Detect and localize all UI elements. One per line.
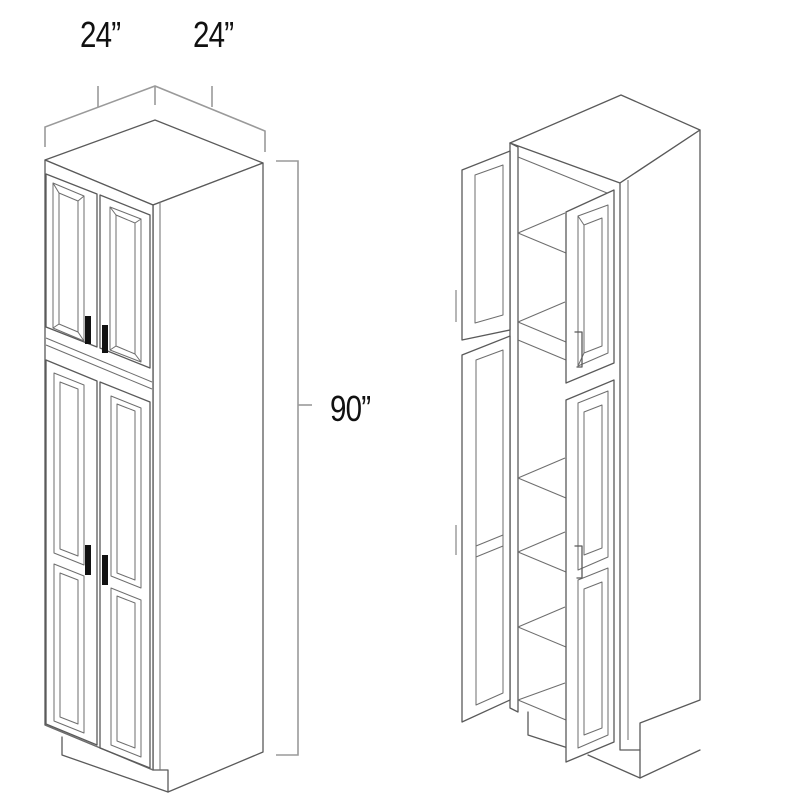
handle-lower-left (85, 545, 91, 575)
open-cabinet-side-panel (619, 129, 701, 751)
upper-left-door (45, 173, 98, 348)
open-cabinet-left-stile (509, 142, 519, 713)
handle-open-upper-right (574, 331, 583, 368)
width-dimension-lines (44, 85, 266, 152)
cabinet-side-panel (152, 162, 264, 793)
height-dimension-label: 90” (330, 388, 371, 429)
open-upper-right-door (565, 189, 615, 384)
shelves (517, 212, 567, 721)
handle-upper-left (85, 316, 91, 344)
handle-upper-right (102, 325, 108, 353)
open-view (455, 94, 701, 779)
upper-right-door (99, 194, 151, 369)
toe-kick (61, 736, 169, 793)
open-lower-right-door (565, 379, 615, 763)
closed-view (44, 85, 312, 793)
open-upper-left-door (455, 150, 511, 341)
depth-dimension-label: 24” (193, 14, 234, 55)
height-dimension-line (276, 160, 312, 756)
lower-right-door (99, 381, 151, 769)
width-dimension-label: 24” (80, 14, 121, 55)
lower-left-door (45, 359, 98, 746)
cabinet-front-frame (44, 159, 154, 771)
handle-lower-right (102, 555, 108, 585)
open-lower-left-door (455, 335, 511, 723)
handle-open-lower-right (574, 545, 583, 579)
open-toe-kick (527, 711, 569, 749)
